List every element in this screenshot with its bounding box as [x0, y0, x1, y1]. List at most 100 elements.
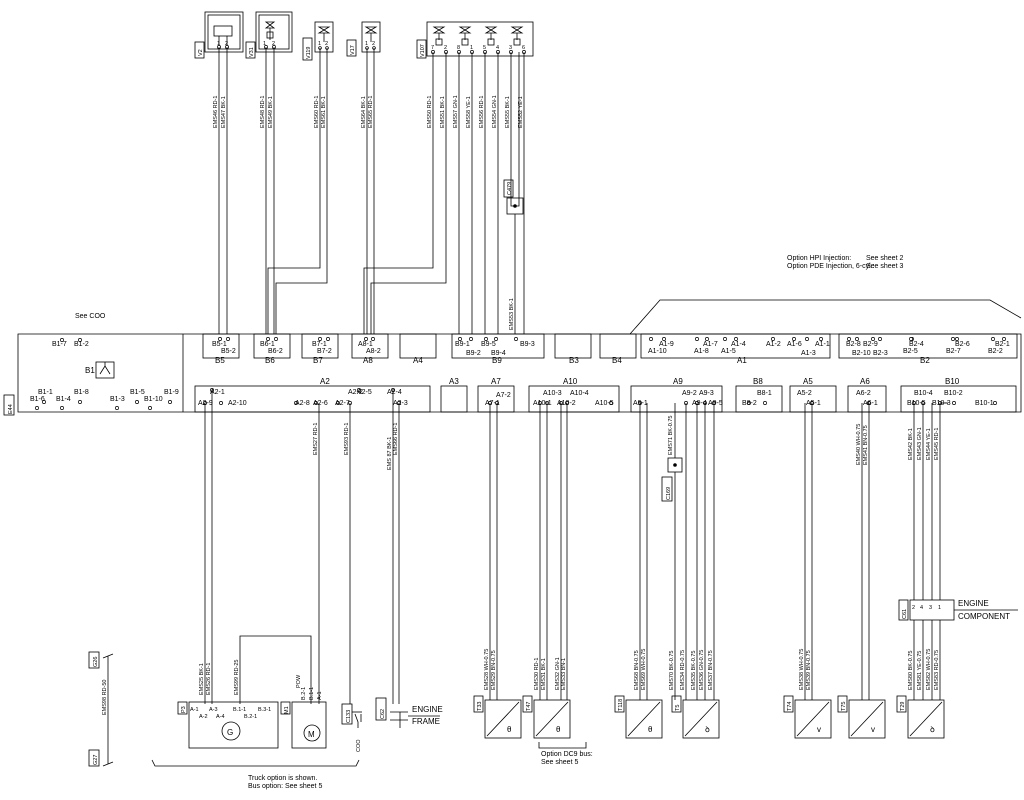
- wire-label: EMS93 RD-1: [344, 423, 350, 455]
- pin: [662, 337, 666, 341]
- svg-text:1: 1: [318, 41, 321, 47]
- pin-number: 6: [522, 45, 525, 51]
- connector-label: B3: [569, 356, 579, 365]
- connector-frame: [900, 385, 1017, 413]
- wire-label: EMS40 WH-0.75: [856, 424, 862, 465]
- connector-frame: [301, 333, 339, 359]
- component-c133: C133 COO: [341, 703, 362, 752]
- pin: [771, 337, 775, 341]
- wire-label: EMS34 RD-0.75: [680, 650, 686, 690]
- connector-frame: [554, 333, 592, 359]
- pin: [115, 406, 119, 410]
- pin-label: A9-2: [682, 390, 697, 397]
- wire-label: EMS31 BK-1: [541, 658, 547, 690]
- svg-text:C133: C133: [346, 710, 352, 723]
- pin-label: A2-5: [357, 389, 372, 396]
- v107-id: V107: [420, 44, 426, 57]
- pin-label: B2-7: [946, 348, 961, 355]
- pin-label: B7-1: [312, 341, 327, 348]
- wire-label: EMS48 RD-1: [260, 96, 266, 128]
- pin-label: B2-4: [909, 341, 924, 348]
- sensor-symbol: ꝺ: [930, 725, 935, 734]
- wire-label: EMS33 BN-1: [561, 658, 567, 690]
- pin-label: B8-1: [757, 390, 772, 397]
- pin-number: 7: [431, 45, 434, 51]
- wire-label: EMS99 RD-25: [234, 660, 240, 695]
- pin-label: A1-6: [787, 341, 802, 348]
- pin: [60, 406, 64, 410]
- wire-label: EMS46 RD-1: [213, 96, 219, 128]
- connector-label: A2: [320, 377, 330, 386]
- pin-label: B1-9: [164, 389, 179, 396]
- svg-text:B.1-1: B.1-1: [309, 687, 315, 700]
- sensor-symbol: θ: [507, 725, 512, 734]
- svg-text:C61: C61: [902, 609, 908, 619]
- connector-frame: [399, 333, 437, 359]
- connector-a3: A3: [440, 377, 468, 413]
- option-notes: Option HPI Injection: See sheet 2 Option…: [787, 255, 903, 270]
- pin: [909, 337, 913, 341]
- pin-label: B2-6: [955, 341, 970, 348]
- connector-frame: [838, 333, 1018, 359]
- sensor-diagonal: [684, 701, 718, 737]
- svg-text:G27: G27: [93, 755, 99, 765]
- pin-number: 2: [444, 45, 447, 51]
- pin-number: 1: [470, 45, 473, 51]
- connector-frame: [253, 333, 291, 359]
- connector-label: A5: [803, 377, 813, 386]
- pin: [855, 337, 859, 341]
- svg-text:B.2-1: B.2-1: [244, 714, 257, 720]
- pin-label: A1-8: [694, 348, 709, 355]
- connector-label: B5: [215, 356, 225, 365]
- svg-text:A-2: A-2: [199, 714, 208, 720]
- svg-text:See sheet 5: See sheet 5: [541, 759, 578, 766]
- pin-label: B5-1: [212, 341, 227, 348]
- pin-label: A2-8: [295, 400, 310, 407]
- pin-label: A2-7: [335, 400, 350, 407]
- sensor-id-box: [614, 695, 625, 713]
- wire-label: EMS35 BK-0.75: [691, 651, 697, 690]
- pin-number: 4: [496, 45, 499, 51]
- pin-label: A1-3: [801, 350, 816, 357]
- sensor-id: T47: [526, 702, 532, 711]
- wire-label: EMS82 WH-0.75: [926, 649, 932, 690]
- pin: [763, 401, 767, 405]
- pin-label: A8-1: [358, 341, 373, 348]
- wire-label: EMS47 BK-1: [221, 96, 227, 128]
- pin: [148, 406, 152, 410]
- svg-text:Option PDE Injection, 6-cyl.:: Option PDE Injection, 6-cyl.:: [787, 263, 875, 270]
- sensor-body: [907, 699, 945, 739]
- ecu-id: E44: [8, 404, 14, 414]
- connector-label: A9: [673, 377, 683, 386]
- wire: [275, 48, 328, 334]
- connector-frame: [477, 385, 515, 413]
- svg-text:Truck option is shown.: Truck option is shown.: [248, 775, 317, 782]
- valve-symbol: [510, 26, 524, 34]
- pin: [326, 337, 330, 341]
- wire-label: EMS26 RD-1: [206, 663, 212, 695]
- wire-label: EMS29 BN-0.75: [491, 650, 497, 690]
- connector-label: B7: [313, 356, 323, 365]
- svg-text:M1: M1: [284, 706, 290, 714]
- svg-text:C479: C479: [507, 182, 513, 195]
- pin-label: B9-3: [520, 341, 535, 348]
- pin: [314, 401, 318, 405]
- connector-frame: [789, 385, 837, 413]
- pin-label: B9-4: [491, 350, 506, 357]
- component-v119: 1 2 V119: [302, 21, 334, 61]
- valve-symbol: [458, 26, 472, 34]
- wire-label: EMS28 WH-0.75: [484, 649, 490, 690]
- connector-label: A1: [737, 356, 747, 365]
- component-c62: C62 ENGINE FRAME: [375, 697, 443, 728]
- v17-id: V17: [350, 45, 356, 55]
- wire: [370, 52, 447, 334]
- pin: [819, 337, 823, 341]
- wire-label: EMS58 YE-1: [466, 96, 472, 128]
